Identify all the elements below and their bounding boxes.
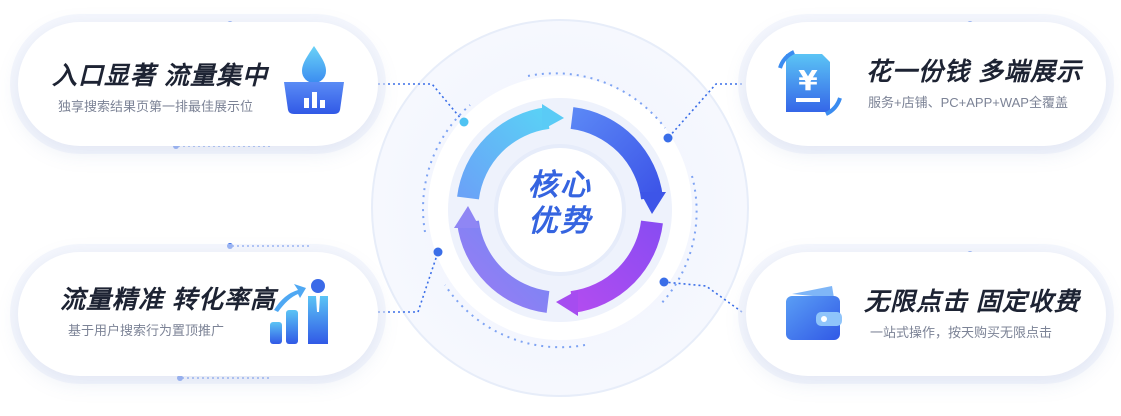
- core-label-line1: 核心: [528, 169, 592, 202]
- arrow-arc-top-left: [457, 107, 550, 200]
- feature-subtitle: 基于用户搜索行为置顶推广: [68, 323, 225, 338]
- feature-card-fixed-fee: 无限点击 固定收费 一站式操作，按天购买无限点击: [746, 252, 1106, 376]
- arrow-head-2: [556, 290, 578, 316]
- orbit-arc-top: [527, 72, 666, 129]
- arrow-arc-bottom-left: [457, 220, 550, 313]
- core-center-ring: [494, 144, 626, 276]
- connector-top-left: [378, 83, 463, 121]
- connector-bottom-left: [378, 251, 439, 313]
- arrow-head-1: [640, 192, 666, 214]
- feature-title: 流量精准 转化率高: [60, 286, 276, 314]
- feature-title: 入口显著 流量集中: [52, 62, 268, 90]
- connector-top-right: [667, 83, 742, 139]
- connector-dot: [659, 277, 669, 287]
- feature-title: 无限点击 固定收费: [864, 288, 1080, 316]
- feature-subtitle: 独享搜索结果页第一排最佳展示位: [58, 99, 254, 114]
- growth-bars-user-icon: [270, 279, 328, 344]
- arrow-arc-bottom-right: [570, 220, 663, 313]
- feature-subtitle: 服务+店铺、PC+APP+WAP全覆盖: [868, 95, 1068, 110]
- connector-dot: [459, 117, 469, 127]
- core-label-line2: 优势: [528, 205, 592, 238]
- wallet-icon: [786, 286, 842, 340]
- feature-card-precise-traffic: 流量精准 转化率高 基于用户搜索行为置顶推广: [18, 252, 378, 376]
- arrow-head-4: [542, 104, 564, 130]
- arrow-head-3: [454, 206, 480, 228]
- feature-card-multi-platform: ¥ 花一份钱 多端展示 服务+店铺、PC+APP+WAP全覆盖: [746, 22, 1106, 146]
- feature-title: 花一份钱 多端展示: [866, 58, 1082, 86]
- orbit-arc-bottom: [444, 284, 586, 349]
- arrow-arc-top-right: [570, 107, 663, 200]
- feature-subtitle: 一站式操作，按天购买无限点击: [870, 325, 1053, 340]
- core-label: 核心 优势: [512, 168, 608, 240]
- connector-dot: [433, 247, 443, 257]
- orbit-arc-left: [422, 104, 471, 233]
- water-drop-chart-icon: [284, 46, 344, 114]
- svg-text:¥: ¥: [798, 64, 818, 97]
- yuan-refresh-icon: ¥: [778, 50, 842, 116]
- connector-dot: [663, 133, 673, 143]
- core-center: [496, 146, 624, 274]
- feature-card-entry-traffic: 入口显著 流量集中 独享搜索结果页第一排最佳展示位: [18, 22, 378, 146]
